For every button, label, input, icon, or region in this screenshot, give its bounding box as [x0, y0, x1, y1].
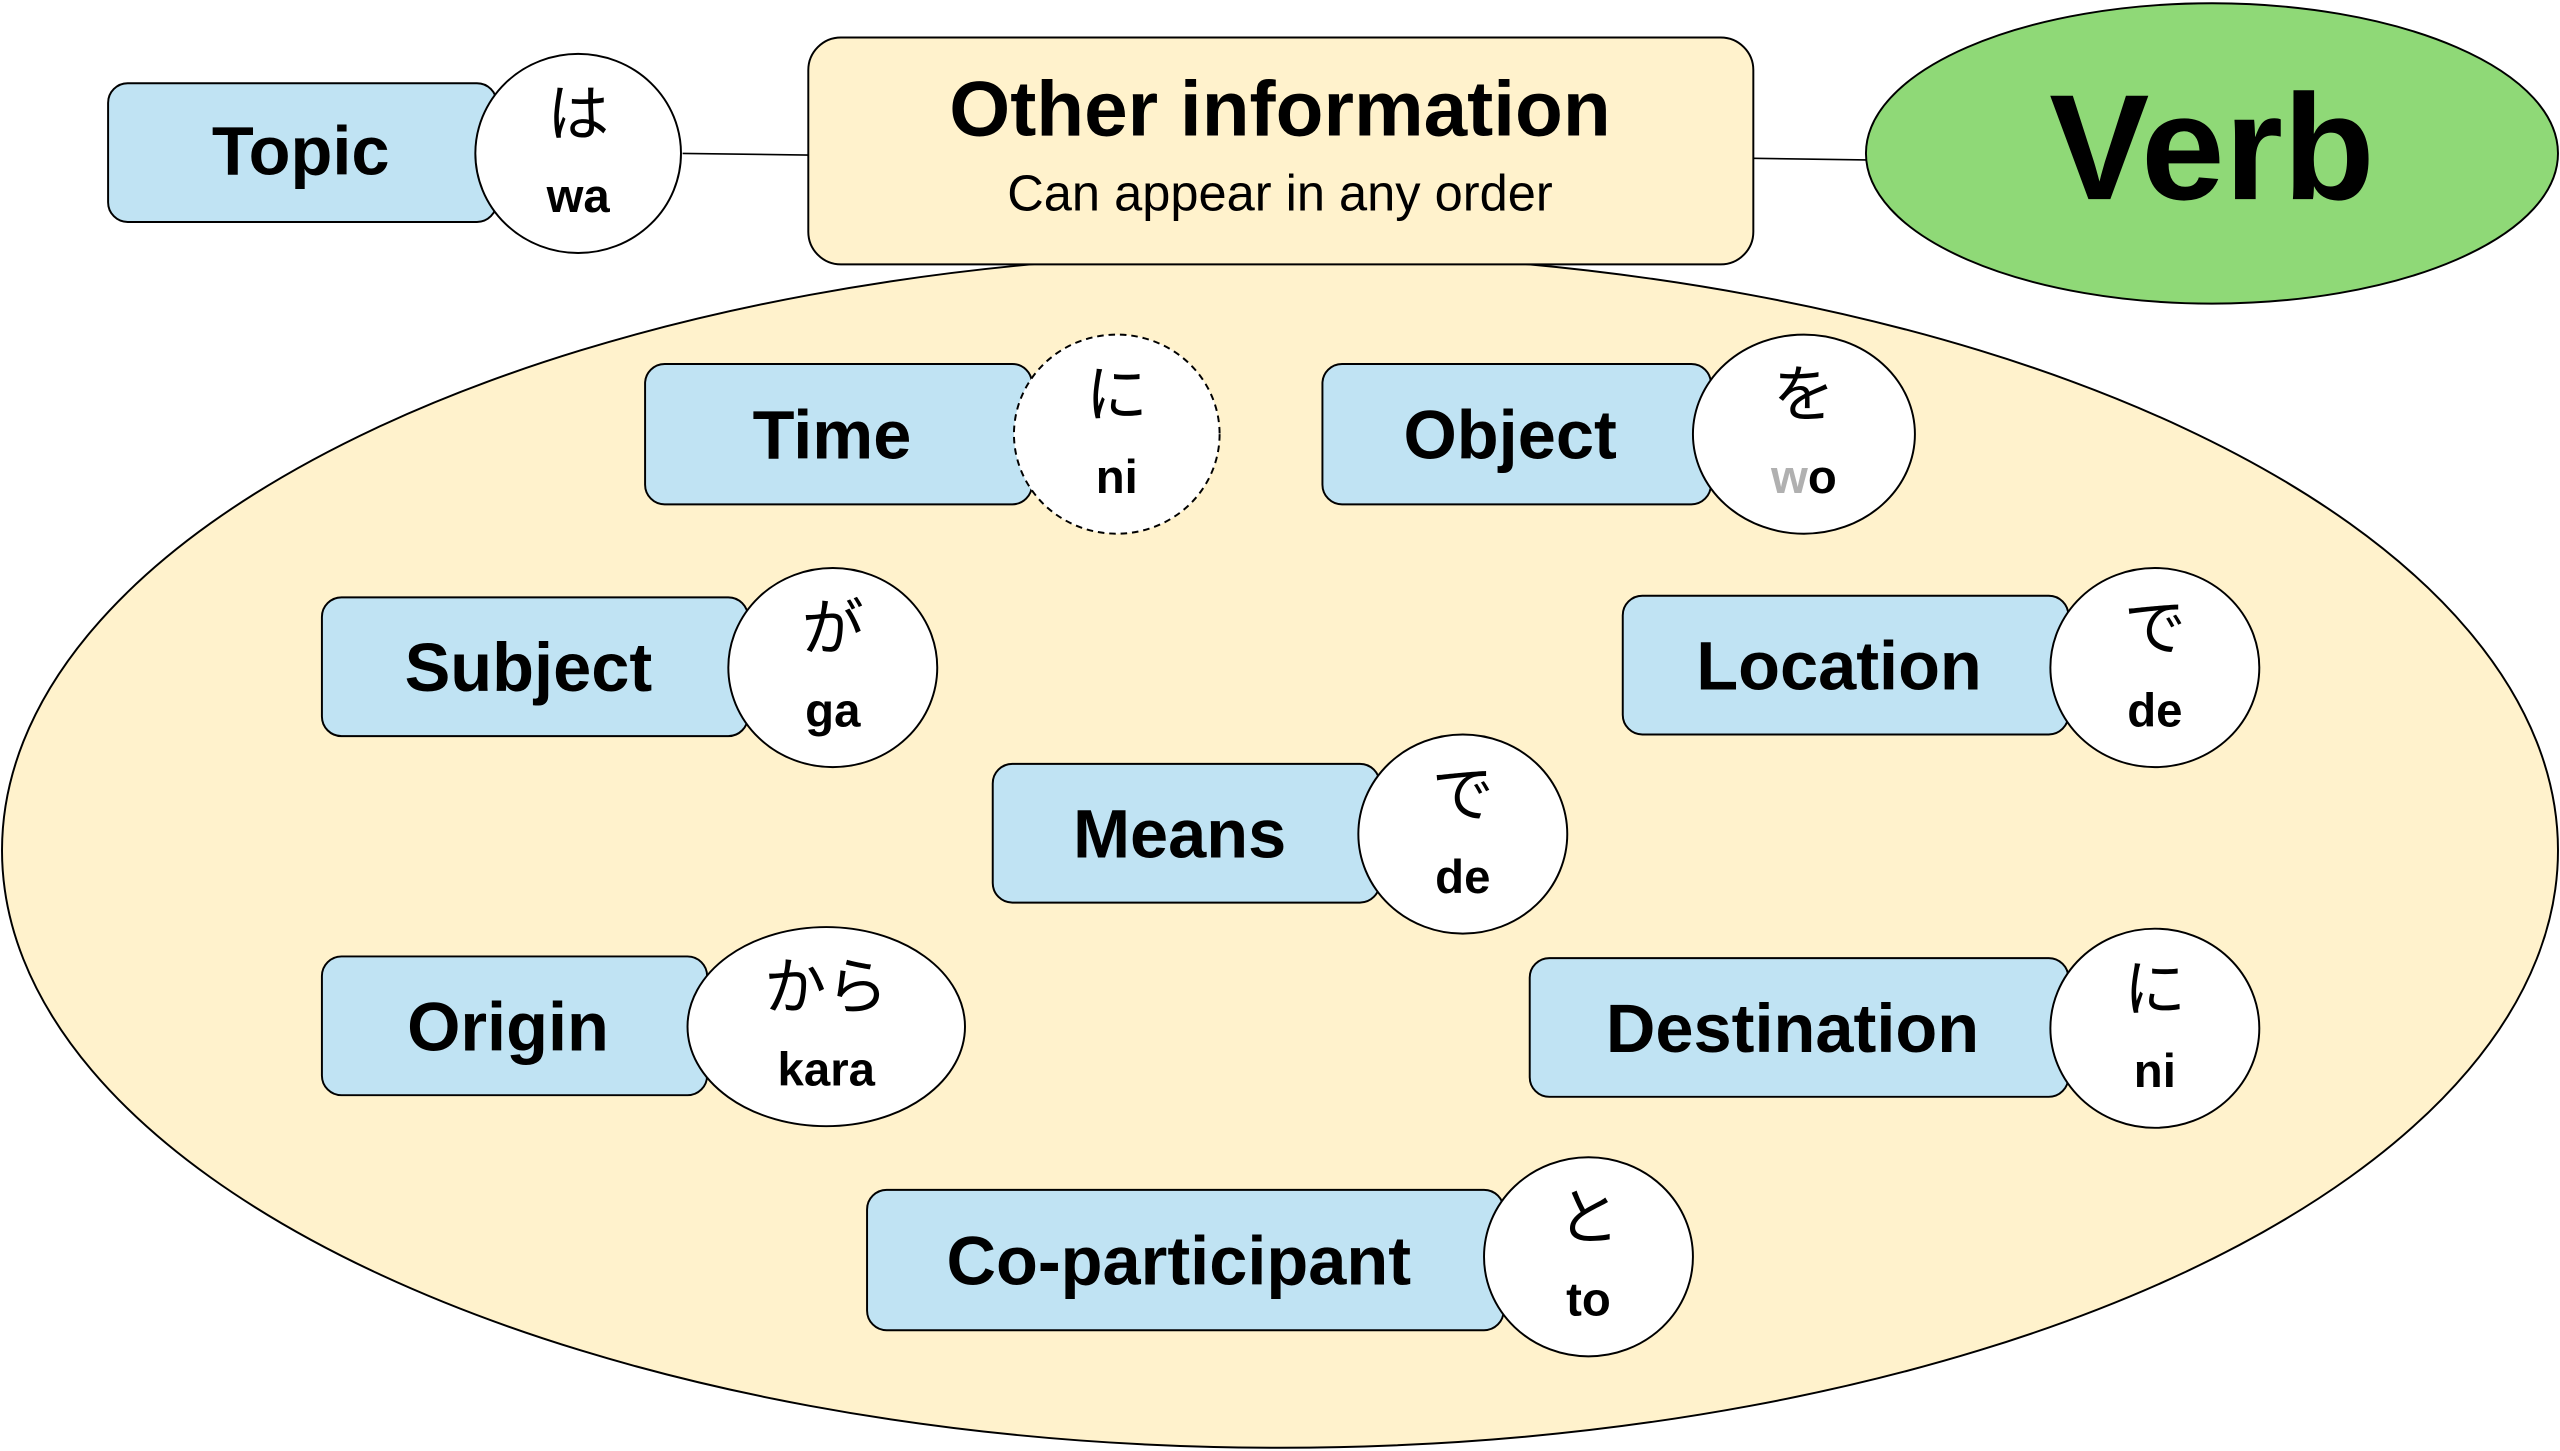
co-participant-particle-romaji: to — [1566, 1274, 1611, 1327]
node-time: Time に ni — [644, 333, 1221, 535]
node-subject: Subject が ga — [320, 567, 939, 769]
connector-other-verb — [1753, 157, 1866, 161]
destination-particle-circle — [2049, 927, 2261, 1129]
topic-label: Topic — [212, 113, 390, 190]
destination-particle-romaji: ni — [2134, 1045, 2176, 1098]
subject-romaji-main: ga — [805, 684, 861, 737]
object-particle-romaji: wo — [1770, 451, 1837, 504]
origin-particle-kana: から — [764, 951, 888, 1024]
node-location: Location で de — [1621, 567, 2261, 769]
time-particle-kana: に — [1086, 358, 1148, 431]
time-particle-circle — [1012, 333, 1221, 535]
object-romaji-muted: w — [1770, 451, 1808, 504]
destination-romaji-main: ni — [2134, 1045, 2176, 1098]
node-means: Means で de — [991, 733, 1569, 935]
time-particle-romaji: ni — [1096, 451, 1138, 504]
means-particle-circle — [1357, 733, 1569, 935]
means-particle-kana: で — [1432, 758, 1494, 831]
origin-romaji-main: kara — [778, 1043, 876, 1096]
verb-label: Verb — [2049, 63, 2375, 231]
location-particle-romaji: de — [2127, 684, 2182, 737]
destination-particle-kana: に — [2124, 952, 2186, 1025]
co-participant-romaji-main: to — [1566, 1274, 1611, 1327]
subject-particle-circle — [727, 567, 939, 769]
location-particle-circle — [2049, 567, 2261, 769]
node-destination: Destination に ni — [1528, 927, 2261, 1129]
topic-particle-kana: は — [547, 77, 609, 150]
time-romaji-main: ni — [1096, 451, 1138, 504]
location-romaji-main: de — [2127, 684, 2182, 737]
object-romaji-main: o — [1808, 451, 1837, 504]
other-information-subtitle: Can appear in any order — [1007, 165, 1552, 222]
topic-particle-romaji: wa — [546, 170, 611, 223]
co-participant-particle-circle — [1483, 1156, 1694, 1358]
object-particle-kana: を — [1773, 358, 1835, 431]
means-romaji-main: de — [1435, 851, 1490, 904]
means-particle-romaji: de — [1435, 851, 1490, 904]
time-label: Time — [753, 397, 912, 474]
object-label: Object — [1403, 397, 1616, 474]
co-participant-label: Co-participant — [947, 1223, 1412, 1300]
means-label: Means — [1073, 796, 1286, 873]
location-particle-kana: で — [2124, 592, 2186, 665]
origin-particle-circle — [686, 926, 966, 1128]
subject-label: Subject — [405, 629, 653, 706]
subject-particle-romaji: ga — [805, 684, 861, 737]
origin-label: Origin — [407, 988, 609, 1065]
origin-particle-romaji: kara — [778, 1043, 876, 1096]
node-co-participant: Co-participant と to — [866, 1156, 1694, 1358]
topic-particle-circle — [474, 52, 682, 254]
subject-particle-kana: が — [802, 592, 864, 665]
other-information-title: Other information — [949, 64, 1610, 152]
node-origin: Origin から kara — [320, 926, 966, 1128]
connector-topic-other — [682, 152, 809, 156]
destination-label: Destination — [1606, 990, 1979, 1067]
other-information-box: Other information Can appear in any orde… — [807, 36, 1755, 266]
object-particle-circle — [1691, 333, 1916, 535]
co-participant-particle-kana: と — [1557, 1181, 1619, 1254]
topic-node: Topic は wa — [107, 52, 682, 254]
location-label: Location — [1696, 628, 1982, 705]
verb-node: Verb — [1864, 2, 2559, 305]
